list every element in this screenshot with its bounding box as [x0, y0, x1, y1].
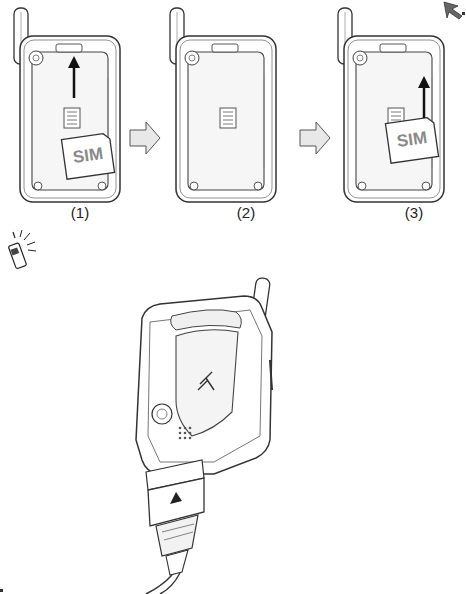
sim-card	[61, 133, 114, 179]
phone-back	[14, 8, 120, 202]
phone-back	[170, 8, 276, 202]
step-number: (1)	[71, 205, 89, 222]
step-number: (2)	[237, 205, 255, 222]
corner-mark	[0, 589, 3, 592]
card-text: SIM	[396, 129, 429, 152]
insert-arrow	[68, 56, 80, 98]
pointer-icon	[444, 2, 465, 19]
flip-phone	[136, 277, 272, 474]
sim-card	[385, 117, 438, 163]
phone-back	[338, 8, 444, 202]
step-arrow	[300, 122, 330, 154]
insert-arrow	[418, 76, 430, 118]
note-icon	[8, 230, 36, 269]
step-number: (3)	[405, 205, 423, 222]
step-arrow	[130, 122, 160, 154]
cable-connector	[146, 460, 204, 594]
card-text: SIM	[72, 145, 105, 168]
